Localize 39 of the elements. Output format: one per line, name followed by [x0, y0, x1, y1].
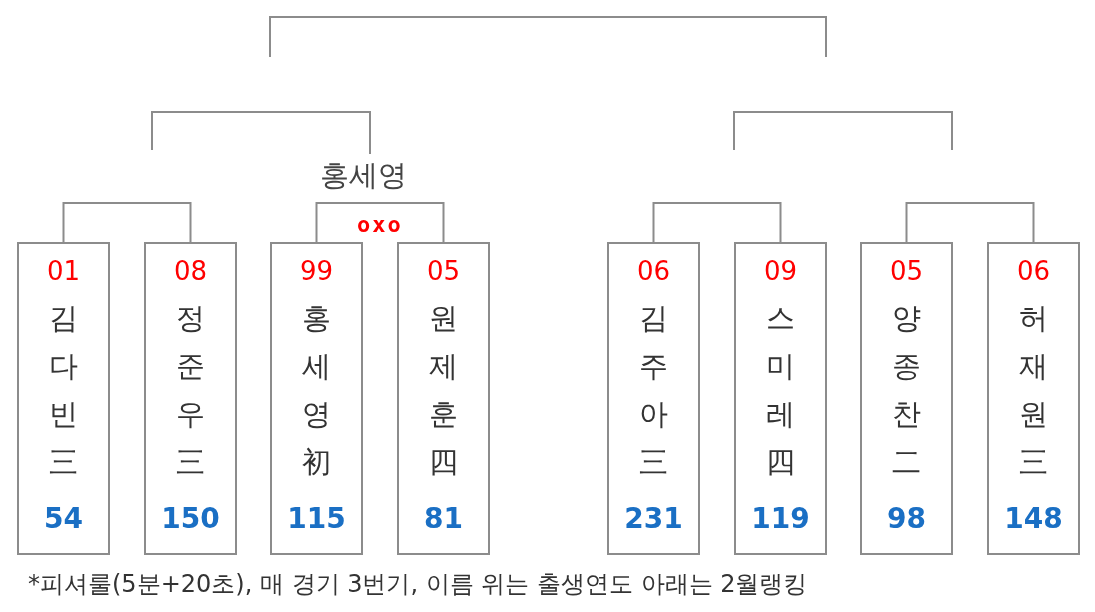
player-name: 양종찬二: [891, 300, 922, 481]
player-name: 원제훈四: [428, 300, 459, 481]
player-name: 정준우三: [175, 300, 206, 481]
ranking: 98: [887, 503, 926, 535]
ranking: 148: [1004, 503, 1063, 535]
player-card: [270, 242, 363, 555]
ranking: 115: [287, 503, 346, 535]
bracket-line: [905, 202, 1035, 243]
ranking: 231: [624, 503, 683, 535]
player-name: 홍세영初: [301, 300, 332, 481]
birth-year: 06: [1016, 256, 1051, 286]
player-name: 허재원三: [1018, 300, 1049, 481]
player-card: [860, 242, 953, 555]
player-name: 김주아三: [638, 300, 669, 481]
player-card: [734, 242, 827, 555]
bracket-line: [151, 111, 371, 155]
player-card: [397, 242, 490, 555]
bracket-line: [315, 202, 445, 243]
player-card: [17, 242, 110, 555]
birth-year: 09: [763, 256, 798, 286]
birth-year: 01: [46, 256, 81, 286]
birth-year: 05: [889, 256, 924, 286]
player-name: 스미레四: [765, 300, 796, 481]
player-name: 김다빈三: [48, 300, 79, 481]
ranking: 150: [161, 503, 220, 535]
bracket-line: [652, 202, 782, 243]
ranking: 54: [44, 503, 83, 535]
player-card: [144, 242, 237, 555]
winner-name: 홍세영: [318, 158, 408, 194]
birth-year: 05: [426, 256, 461, 286]
ranking: 119: [751, 503, 810, 535]
birth-year: 99: [299, 256, 334, 286]
footnote: *피셔룰(5분+20초), 매 경기 3번기, 이름 위는 출생연도 아래는 2월랭킹: [28, 569, 808, 600]
player-card: [607, 242, 700, 555]
bracket-line: [62, 202, 192, 243]
player-card: [987, 242, 1080, 555]
birth-year: 08: [173, 256, 208, 286]
birth-year: 06: [636, 256, 671, 286]
ranking: 81: [424, 503, 463, 535]
